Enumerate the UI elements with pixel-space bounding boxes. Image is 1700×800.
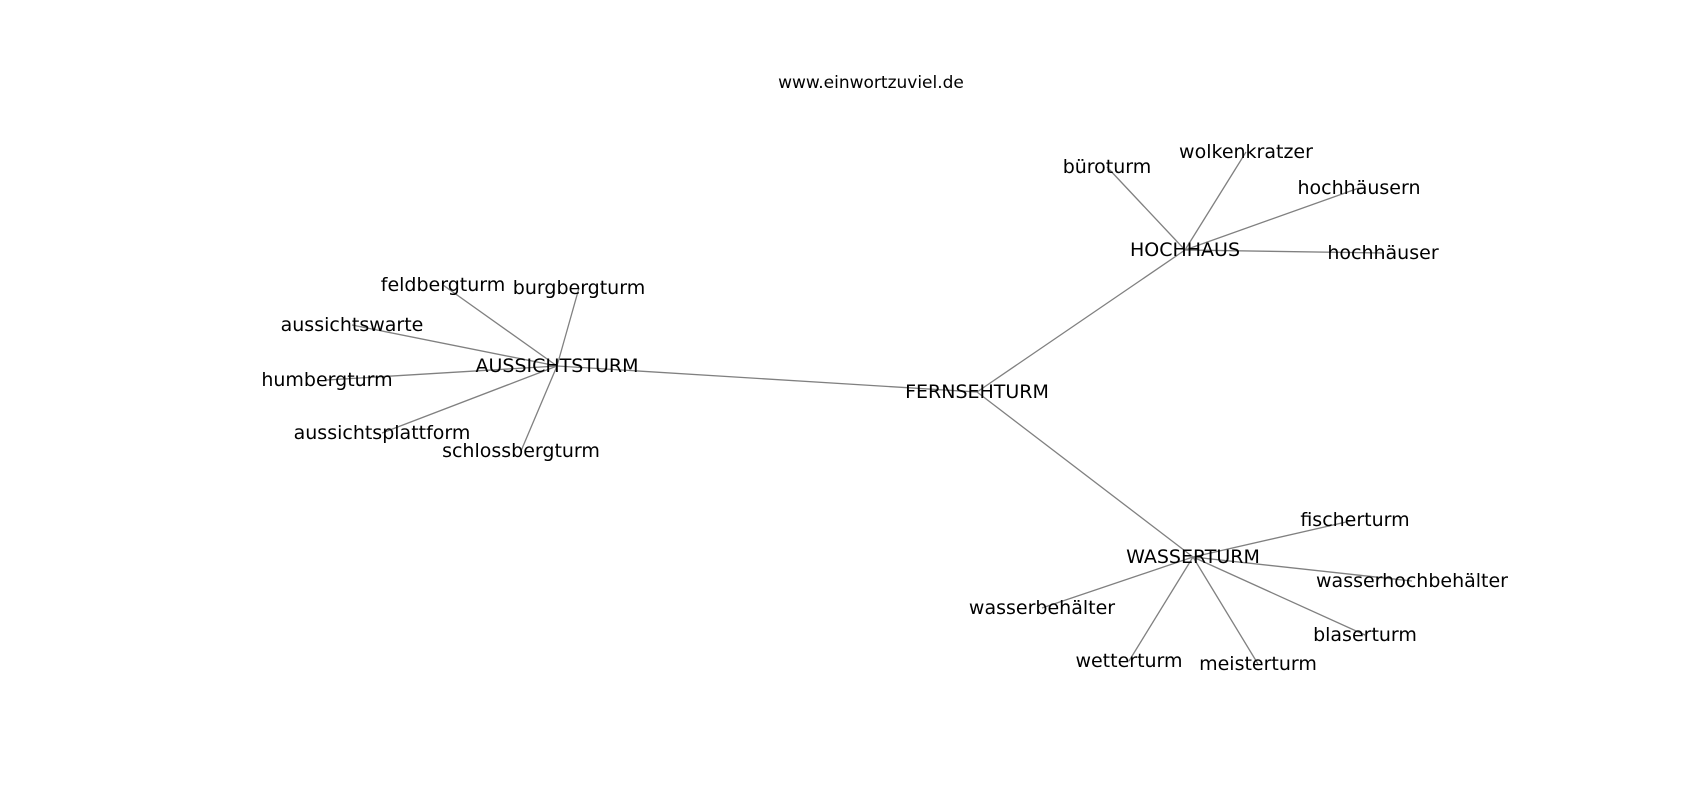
- edge-aussichtsturm-to-humbergturm: [326, 365, 558, 381]
- node-leaf-bueroturm: büroturm: [1063, 156, 1152, 178]
- edge-hochhaus-to-wolkenkratzer: [1184, 151, 1247, 251]
- edge-center-to-aussichtsturm: [556, 365, 978, 393]
- graph-edges: [326, 151, 1413, 665]
- node-hub-hochhaus: HOCHHAUS: [1130, 239, 1240, 261]
- edge-center-to-hochhaus: [976, 249, 1186, 393]
- edge-aussichtsturm-to-burgbergturm: [556, 287, 580, 367]
- node-hub-wasserturm: WASSERTURM: [1126, 546, 1260, 568]
- node-leaf-hochhaeusern: hochhäusern: [1298, 177, 1421, 199]
- node-leaf-burgbergturm: burgbergturm: [513, 277, 645, 299]
- node-leaf-fischerturm: fischerturm: [1300, 509, 1409, 531]
- node-leaf-wetterturm: wetterturm: [1075, 650, 1182, 672]
- node-leaf-schlossbergturm: schlossbergturm: [442, 440, 600, 462]
- graph-labels: www.einwortzuviel.de FERNSEHTURM AUSSICHT…: [261, 73, 1508, 675]
- edge-aussichtsturm-to-aussichtswarte: [351, 324, 558, 367]
- node-leaf-blaserturm: blaserturm: [1313, 624, 1417, 646]
- source-label: www.einwortzuviel.de: [778, 73, 964, 93]
- node-leaf-aussichtswarte: aussichtswarte: [281, 314, 424, 336]
- edge-aussichtsturm-to-feldbergturm: [442, 284, 558, 367]
- node-leaf-humbergturm: humbergturm: [261, 369, 392, 391]
- edge-wasserturm-to-wasserhochbehaelter: [1192, 556, 1413, 582]
- node-leaf-aussichtsplattform: aussichtsplattform: [294, 422, 471, 444]
- edge-wasserturm-to-wasserbehaelter: [1041, 556, 1194, 609]
- node-leaf-hochhaeuser: hochhäuser: [1327, 242, 1438, 264]
- edge-center-to-wasserturm: [976, 391, 1194, 558]
- node-center: FERNSEHTURM: [905, 381, 1049, 403]
- node-leaf-wolkenkratzer: wolkenkratzer: [1179, 141, 1313, 163]
- edge-hochhaus-to-bueroturm: [1106, 166, 1186, 251]
- edge-hochhaus-to-hochhaeuser: [1184, 249, 1384, 254]
- node-leaf-feldbergturm: feldbergturm: [381, 274, 505, 296]
- edge-aussichtsturm-to-aussichtsplattform: [381, 365, 558, 434]
- edge-wasserturm-to-fischerturm: [1192, 519, 1356, 558]
- node-leaf-wasserbehaelter: wasserbehälter: [969, 597, 1115, 619]
- edge-wasserturm-to-meisterturm: [1192, 556, 1259, 665]
- edge-aussichtsturm-to-schlossbergturm: [520, 365, 558, 452]
- node-hub-aussichtsturm: AUSSICHTSTURM: [476, 355, 639, 377]
- edge-wasserturm-to-blaserturm: [1192, 556, 1366, 636]
- edge-hochhaus-to-hochhaeusern: [1184, 187, 1360, 251]
- node-leaf-wasserhochbehaelter: wasserhochbehälter: [1316, 570, 1508, 592]
- node-leaf-meisterturm: meisterturm: [1199, 653, 1317, 675]
- edge-wasserturm-to-wetterturm: [1128, 556, 1194, 662]
